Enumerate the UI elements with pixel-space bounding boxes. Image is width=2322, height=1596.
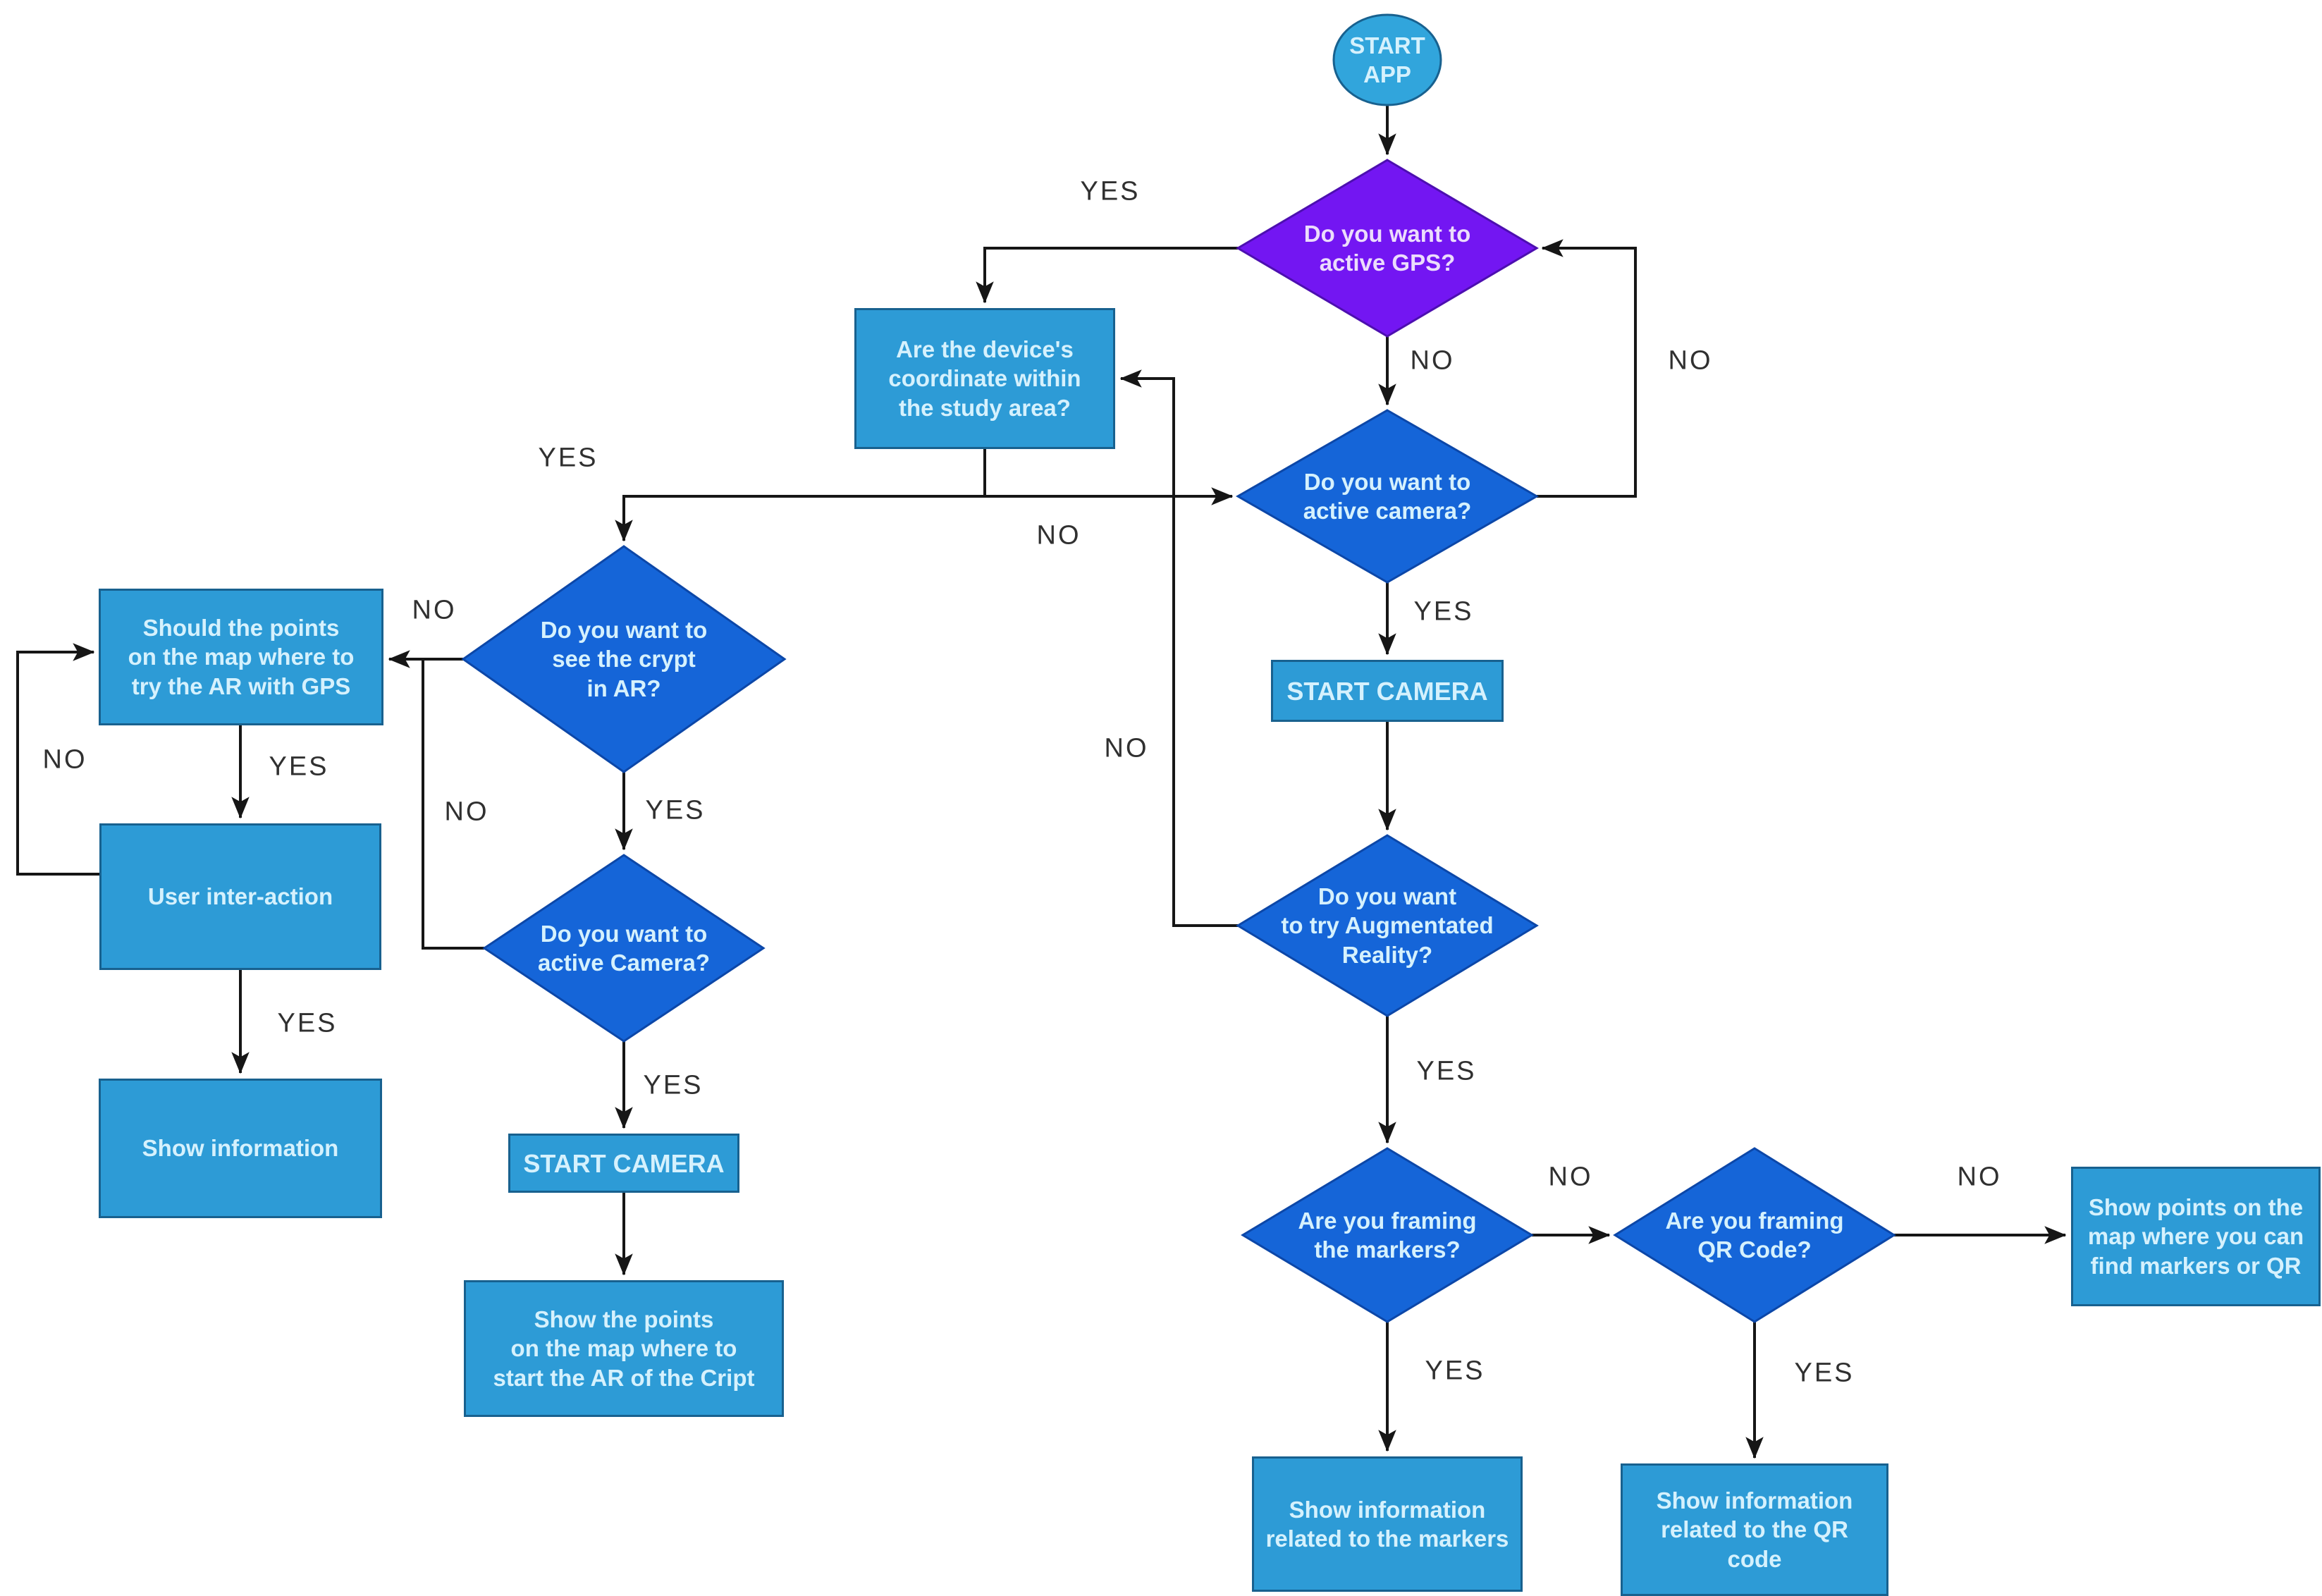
node-show-info-qr: Show information related to the QR code (1621, 1463, 1888, 1596)
node-show-information: Show information (99, 1079, 382, 1218)
edge-label-markers-yes: YES (1425, 1356, 1485, 1386)
edge-label-cam2-yes: YES (1413, 596, 1474, 627)
node-start-app: START APP (1349, 32, 1425, 87)
crypt-decision-diamond (461, 545, 787, 773)
camera-decision-right-diamond (1235, 409, 1540, 584)
markers-decision-diamond (1241, 1147, 1534, 1323)
edge-label-ar-yes: YES (1416, 1056, 1477, 1086)
node-show-points-map: Show points on the map where you can fin… (2071, 1167, 2321, 1306)
edge-label-crypt-yes: YES (645, 795, 706, 825)
edge-label-user-no: NO (42, 744, 87, 775)
edge-label-markers-no: NO (1548, 1162, 1593, 1192)
node-markers-decision: Are you framing the markers? (1298, 1207, 1477, 1263)
node-camera-decision-left: Do you want to active Camera? (538, 920, 710, 976)
edge-ar-no-to-coord (1119, 369, 1238, 927)
edge-label-loop-no: NO (1668, 345, 1713, 376)
edge-label-ar-no: NO (1104, 733, 1149, 763)
ar-decision-diamond (1236, 834, 1539, 1017)
edge-label-gps-no: NO (1410, 345, 1455, 376)
edge-label-crypt-no: NO (412, 595, 457, 625)
node-show-points-cript: Show the points on the map where to star… (464, 1280, 784, 1417)
edge-label-cam1-no: NO (444, 797, 489, 827)
node-crypt-decision: Do you want to see the crypt in AR? (540, 617, 708, 701)
edge-camera-left-no-join (422, 661, 484, 950)
edge-coord-yes-to-crypt (615, 495, 985, 542)
gps-decision-diamond (1236, 159, 1539, 338)
node-user-interaction: User inter-action (99, 823, 381, 970)
start-app-ellipse (1332, 13, 1442, 106)
node-start-camera-right: START CAMERA (1271, 660, 1504, 722)
edge-label-cam1-yes: YES (643, 1070, 704, 1100)
edge-label-user-yes: YES (277, 1008, 338, 1038)
node-ar-decision: Do you want to try Augmentated Reality? (1281, 883, 1494, 968)
node-should-points: Should the points on the map where to tr… (99, 589, 383, 725)
node-coord-box: Are the device's coordinate within the s… (854, 308, 1115, 449)
qr-decision-diamond (1613, 1147, 1896, 1323)
node-show-info-markers: Show information related to the markers (1252, 1456, 1523, 1592)
edge-label-should-yes: YES (269, 751, 329, 782)
edge-camera-no-loop-to-gps (1537, 239, 1637, 498)
edge-user-no-loop-to-should (16, 643, 99, 876)
edge-gps-yes-to-coord (976, 247, 1238, 304)
edge-label-coord-no: NO (1036, 520, 1081, 551)
node-qr-decision: Are you framing QR Code? (1665, 1207, 1844, 1263)
node-gps-decision: Do you want to active GPS? (1303, 220, 1471, 276)
edge-label-qr-no: NO (1957, 1162, 2002, 1192)
camera-decision-left-diamond (482, 854, 766, 1043)
edge-label-gps-yes: YES (1080, 176, 1141, 207)
edge-label-qr-yes: YES (1794, 1358, 1855, 1388)
node-camera-decision-right: Do you want to active camera? (1303, 468, 1472, 524)
edge-label-coord-yes: YES (538, 443, 598, 473)
node-start-camera-left: START CAMERA (508, 1134, 739, 1193)
